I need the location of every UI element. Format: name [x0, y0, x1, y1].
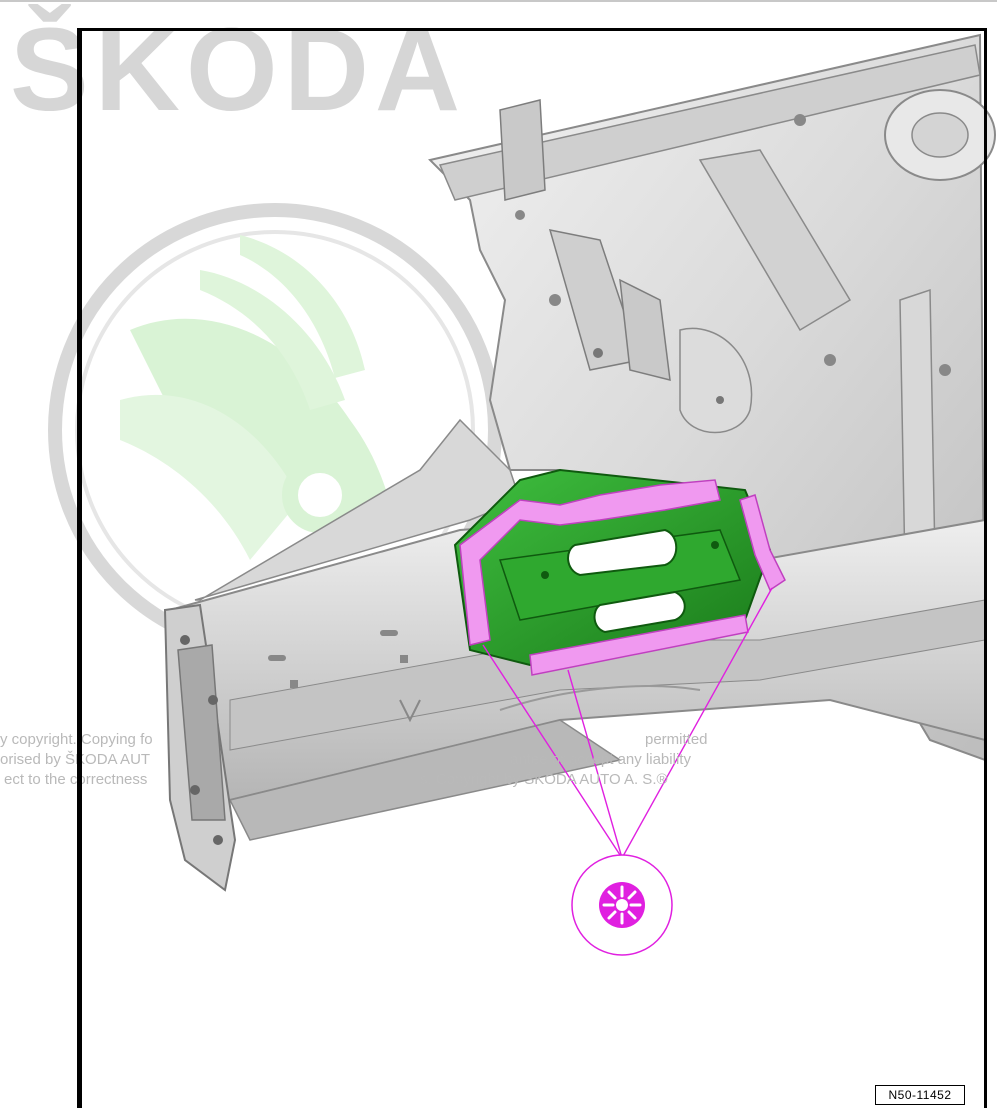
copyright-watermark-line-6: s. Copyright by ŠKODA AUTO A. S.®	[420, 771, 668, 788]
copyright-watermark-line-2: orised by ŠKODA AUT	[0, 751, 151, 768]
figure-id-label: N50-11452	[875, 1085, 965, 1105]
skoda-logo-watermark	[48, 203, 502, 657]
end-flange-plate	[163, 603, 237, 892]
callout-leader-lines	[482, 587, 773, 859]
highlighted-bracket	[453, 468, 786, 676]
copyright-watermark-line-5: antee or accept any liability	[510, 751, 691, 768]
skoda-wordmark-watermark: ŠKODA	[10, 3, 466, 136]
sealant-bead-symbol-icon	[599, 882, 645, 928]
figure-frame	[77, 28, 987, 1108]
copyright-watermark-line-4: permitted	[645, 731, 708, 748]
top-rule	[0, 0, 997, 2]
sealant-callout	[571, 854, 673, 956]
copyright-watermark-line-3: ect to the correctness	[4, 771, 148, 788]
copyright-watermark-line-1: y copyright. Copying fo	[0, 731, 153, 748]
